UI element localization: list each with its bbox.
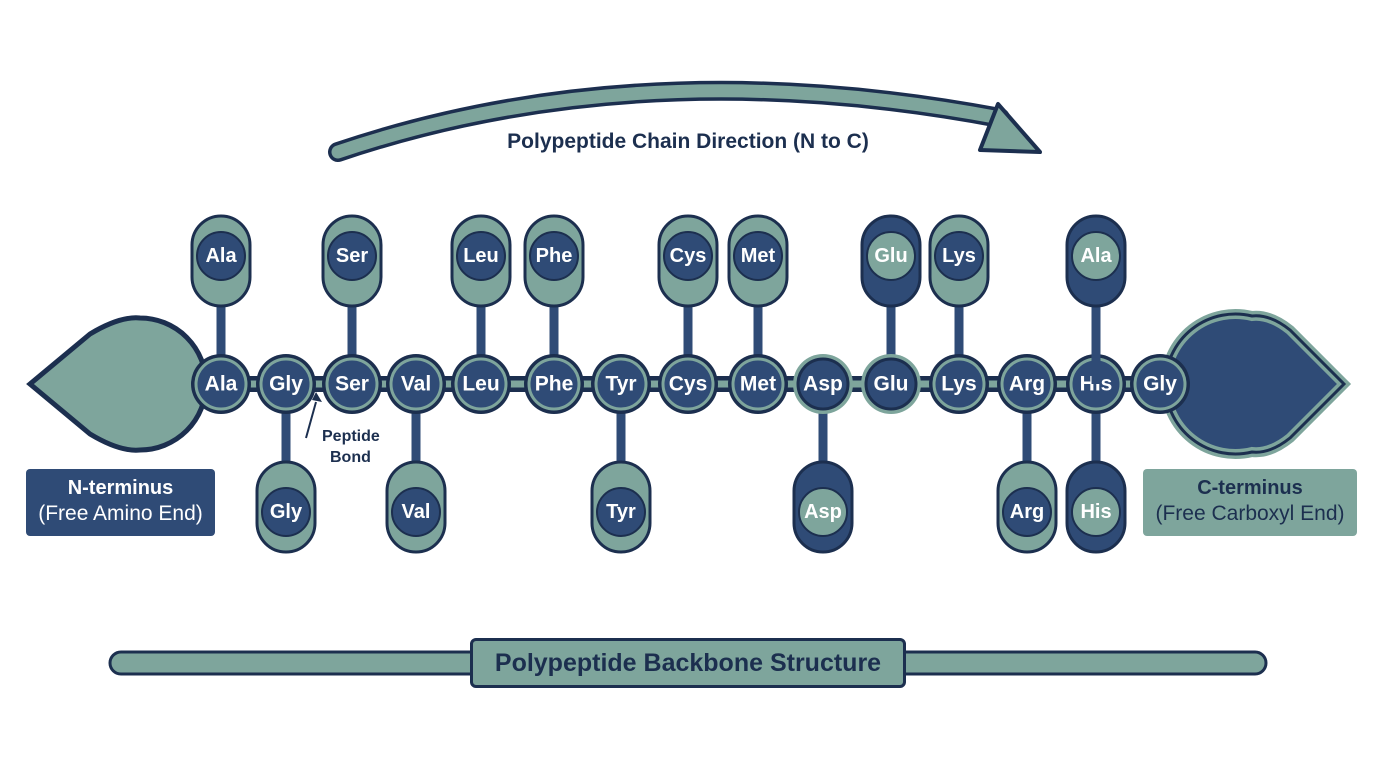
side-chain-label: Ala [205, 245, 237, 267]
peptide-bond-arrow [305, 392, 322, 439]
side-chain-label: Glu [874, 245, 907, 267]
residue-label: Arg [1009, 373, 1045, 396]
side-chain: Val [385, 384, 447, 554]
residue-label: Asp [803, 373, 843, 396]
backbone-residue: Ser [322, 354, 382, 414]
n-terminus-subtitle: (Free Amino End) [38, 502, 203, 525]
side-chain: Leu [450, 214, 512, 384]
backbone-residue: Lys [929, 354, 989, 414]
peptide-bond-line2: Bond [330, 449, 371, 466]
backbone-residue: Phe [524, 354, 584, 414]
peptide-bond-label: Peptide Bond [322, 426, 392, 468]
backbone-residue: Arg [997, 354, 1057, 414]
residue-label: Ala [205, 373, 238, 396]
backbone-residue: Asp [793, 354, 853, 414]
c-terminus-shape [1160, 309, 1352, 459]
residue-label: Glu [874, 373, 909, 396]
backbone-residue: Leu [451, 354, 511, 414]
backbone-residue: Glu [861, 354, 921, 414]
side-chain-label: Ser [336, 245, 368, 267]
backbone-residue: Val [386, 354, 446, 414]
residue-label: Gly [269, 373, 303, 396]
side-chain: Ser [321, 214, 383, 384]
side-chain: Asp [792, 384, 854, 554]
side-chain-label: Val [402, 501, 431, 523]
side-chain: Ala [1065, 214, 1127, 384]
side-chain-label: Tyr [606, 501, 636, 523]
residue-label: Leu [462, 373, 499, 396]
backbone-title: Polypeptide Backbone Structure [470, 638, 906, 688]
n-terminus-label: N-terminus (Free Amino End) [26, 469, 215, 536]
backbone-residue: Met [728, 354, 788, 414]
backbone-residue: Gly [1130, 354, 1190, 414]
c-terminus-subtitle: (Free Carboxyl End) [1155, 502, 1345, 525]
side-chain-label: Asp [804, 501, 842, 523]
side-chain-label: Met [741, 245, 776, 267]
residue-label: Gly [1143, 373, 1177, 396]
backbone-residue: Cys [658, 354, 718, 414]
peptide-bond-line1: Peptide [322, 428, 380, 445]
direction-label: Polypeptide Chain Direction (N to C) [507, 130, 869, 153]
residue-label: Cys [669, 373, 708, 396]
residue-label: Tyr [605, 373, 636, 396]
side-chain-label: Gly [270, 501, 303, 523]
c-terminus-title: C-terminus [1197, 477, 1303, 499]
backbone-residue: Ala [191, 354, 251, 414]
side-chain-label: His [1080, 501, 1111, 523]
backbone-residue: Gly [256, 354, 316, 414]
side-chain-label: Ala [1080, 245, 1112, 267]
side-chain: Ala [190, 214, 252, 384]
residue-label: Lys [941, 373, 976, 396]
side-chain-label: Phe [536, 245, 573, 267]
n-terminus-shape [26, 315, 209, 453]
residue-label: Met [740, 373, 776, 396]
side-chain-label: Arg [1010, 501, 1044, 523]
direction-arrow [328, 80, 1042, 162]
side-chain: Lys [928, 214, 990, 384]
backbone-residue: Tyr [591, 354, 651, 414]
side-chain-label: Leu [463, 245, 499, 267]
n-terminus-title: N-terminus [67, 477, 174, 499]
side-chain-label: Lys [942, 245, 976, 267]
side-chain: Arg [996, 384, 1058, 554]
residue-label: Ser [335, 373, 369, 396]
residue-label: Val [401, 373, 431, 396]
residue-label: Phe [535, 373, 574, 396]
side-chain-label: Cys [670, 245, 707, 267]
c-terminus-label: C-terminus (Free Carboxyl End) [1143, 469, 1357, 536]
